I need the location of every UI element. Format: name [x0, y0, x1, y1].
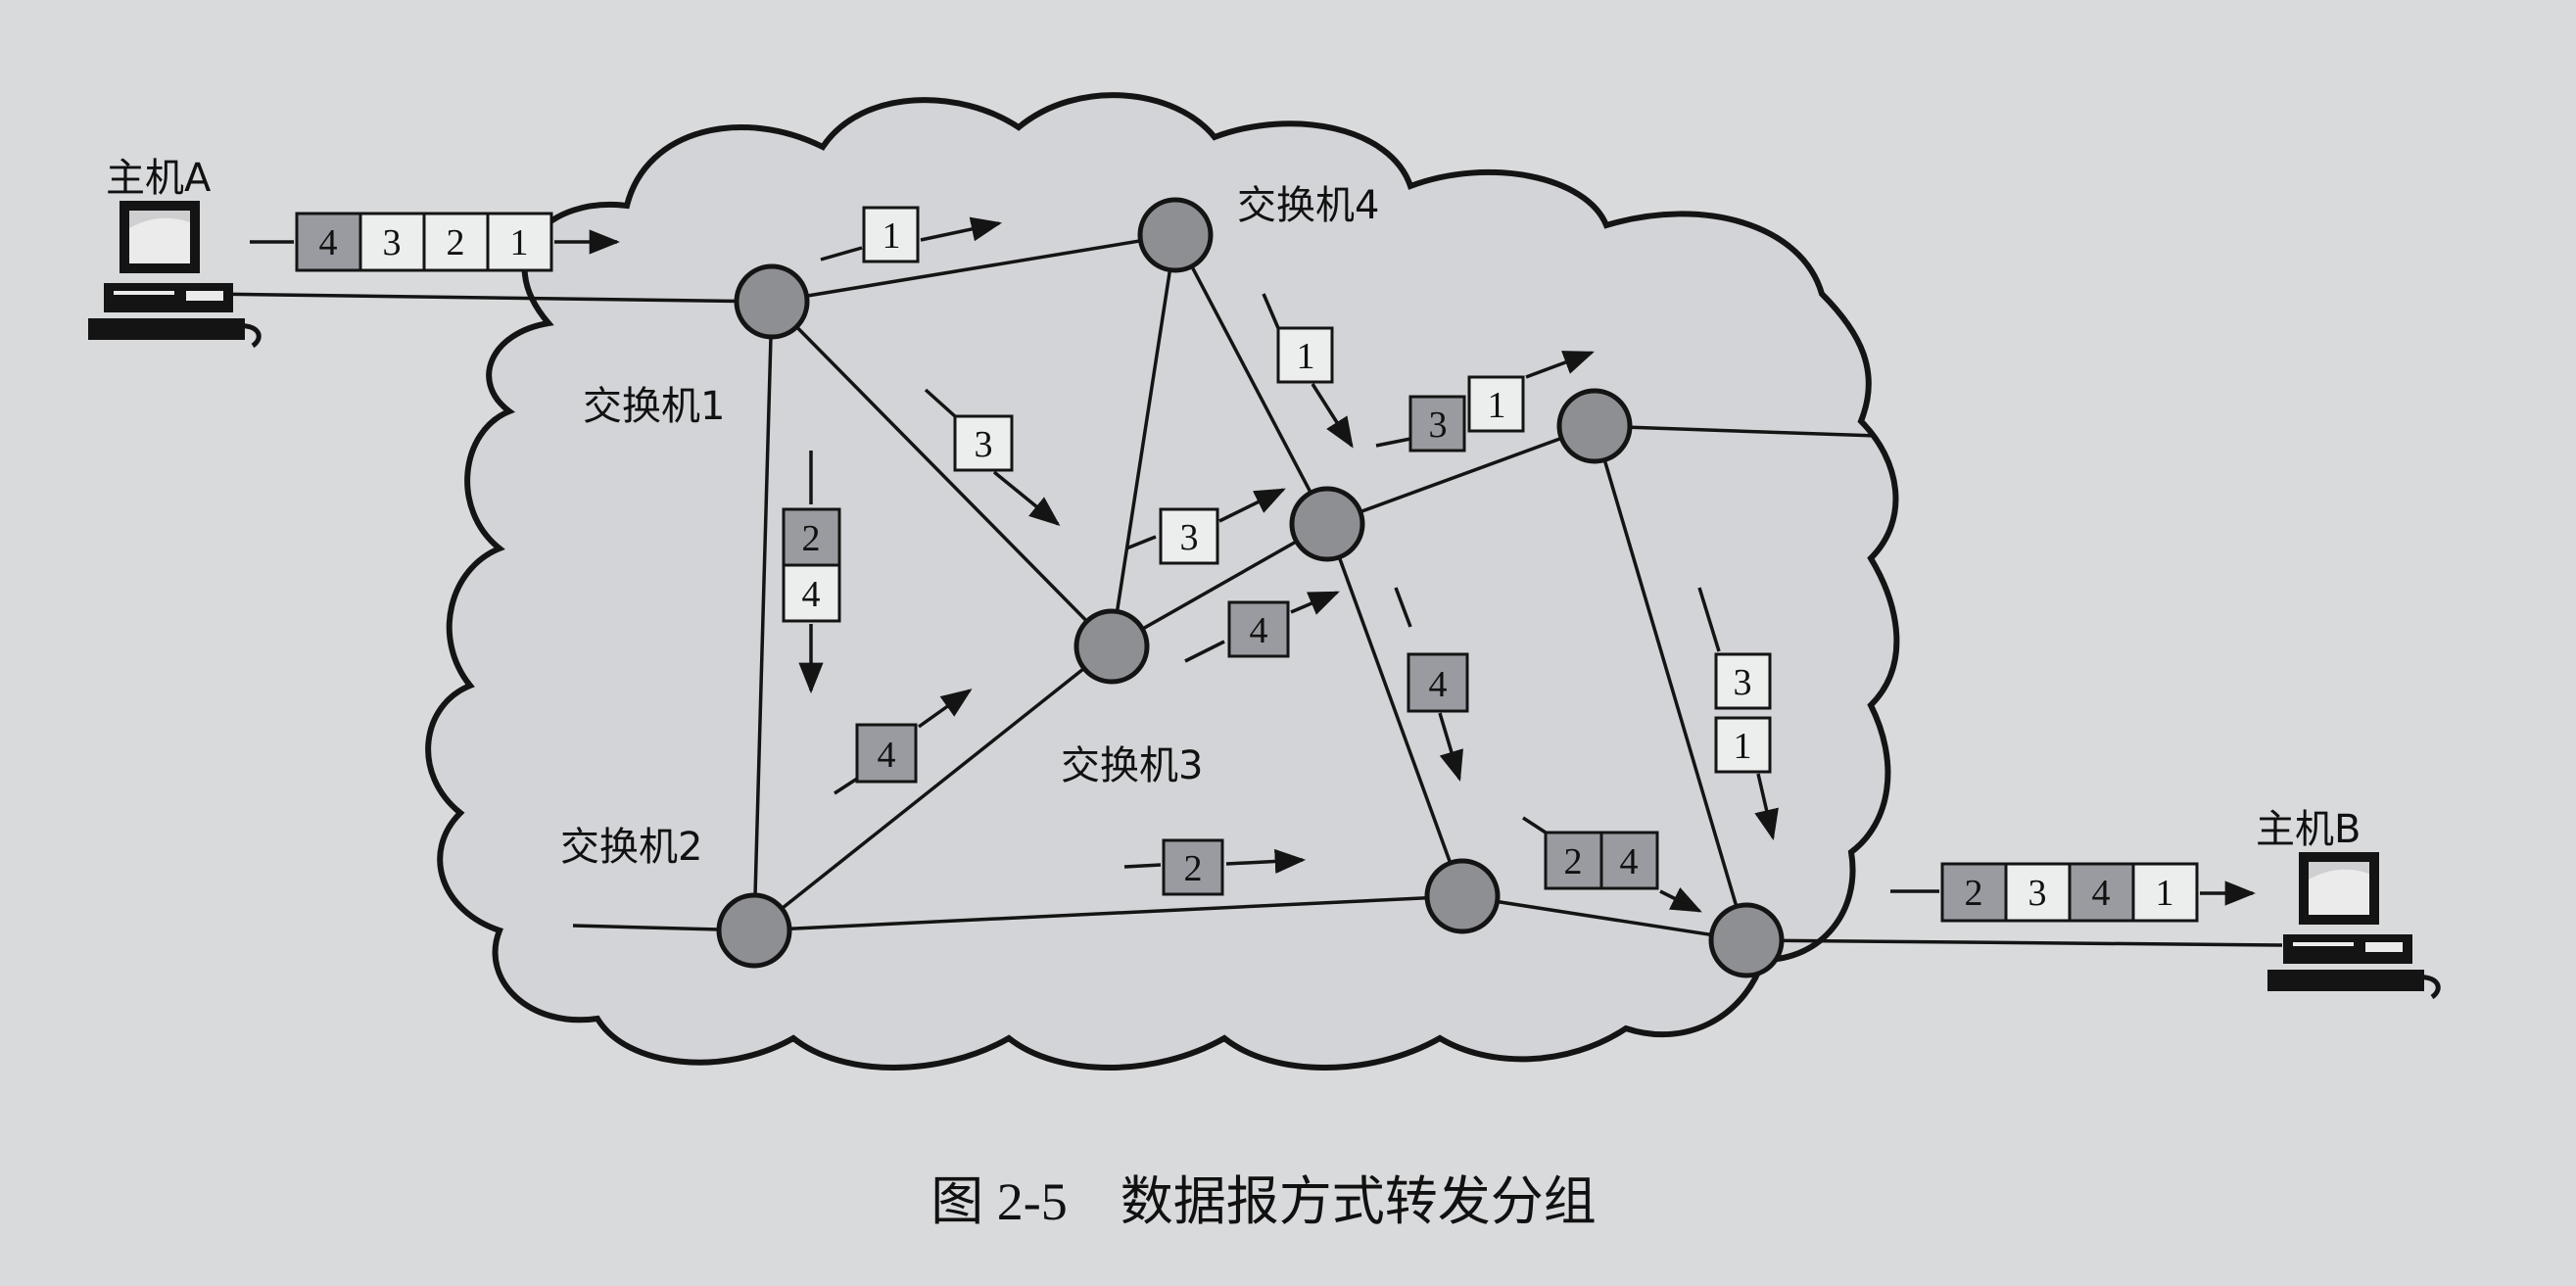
link-n8-hostb	[1745, 938, 2283, 947]
packet-1-s1-s4	[862, 206, 920, 263]
packet-2-s2-n7	[1162, 838, 1224, 896]
packet-2-s1-s2	[782, 507, 841, 567]
switch-node-4	[1137, 197, 1214, 273]
switch-node-8	[1708, 902, 1785, 978]
packet-label: 3	[1734, 662, 1752, 703]
link-n6-n5	[1326, 424, 1596, 526]
switch-node-2	[716, 892, 792, 969]
queue-a-cell-3	[422, 212, 490, 272]
queue-a-cell-2	[358, 212, 426, 272]
packet-4-n7-n8	[1599, 831, 1659, 890]
link-s4-n6	[1173, 234, 1329, 525]
packet-label: 2	[802, 518, 821, 559]
host-a-label: 主机A	[106, 156, 212, 201]
switch-node-1	[734, 263, 810, 340]
link-n5-out	[1594, 424, 1877, 438]
figure-caption: 图 2-5 数据报方式转发分组	[930, 1172, 1596, 1231]
packet-label: 1	[1734, 726, 1752, 767]
packet-label: 4	[1250, 610, 1268, 651]
queue-a-cell-4	[486, 212, 553, 272]
link-n5-n8	[1593, 425, 1748, 941]
link-s4-s3	[1110, 234, 1177, 647]
packet-3-n5-n8	[1714, 652, 1772, 710]
packet-3-n6-n5	[1408, 395, 1466, 452]
queue-a-label-2: 3	[383, 222, 402, 263]
network-cloud	[425, 92, 1900, 1071]
packet-label: 2	[1564, 841, 1583, 882]
packet-label: 4	[1429, 664, 1448, 705]
packet-1-s4-n6	[1276, 326, 1334, 384]
queue-a-label-4: 1	[510, 222, 529, 263]
packet-label: 3	[975, 424, 993, 465]
switch-label-3: 交换机3	[1061, 743, 1203, 788]
packet-4-s2-s3	[855, 723, 918, 784]
packets	[782, 206, 1779, 913]
computer-icon	[88, 201, 262, 349]
queue-b-cell-2	[2004, 862, 2072, 923]
packet-3-s3-n6	[1159, 507, 1219, 565]
switch-labels: 交换机1 交换机4 交换机3 交换机2	[560, 183, 1379, 870]
host-a-queue: 4 3 2 1	[250, 212, 621, 272]
host-a: 主机A	[88, 156, 262, 349]
link-s1-s4	[771, 233, 1176, 304]
switch-label-4: 交换机4	[1237, 183, 1379, 228]
packet-label: 1	[883, 215, 901, 257]
queue-b-cell-4	[2131, 862, 2199, 923]
link-n6-n7	[1325, 523, 1464, 897]
packet-label: 2	[1184, 848, 1203, 889]
host-b: 主机B	[2256, 807, 2441, 1000]
packet-label: 3	[1180, 517, 1199, 558]
host-b-label: 主机B	[2256, 807, 2361, 852]
switch-label-2: 交换机2	[560, 825, 702, 870]
switch-node-5	[1556, 388, 1633, 464]
computer-icon	[2267, 852, 2441, 1000]
packet-label: 4	[878, 735, 896, 776]
packet-label: 1	[1297, 336, 1315, 377]
link-s2-n7	[753, 894, 1463, 932]
queue-b-label-4: 1	[2156, 873, 2174, 914]
packet-4-n6-n7	[1407, 652, 1469, 713]
link-s1-s3	[770, 300, 1114, 648]
queue-b-label-1: 2	[1965, 873, 1983, 914]
packet-4-s3-n6	[1227, 600, 1290, 658]
queue-b-label-3: 4	[2092, 873, 2111, 914]
packet-label: 1	[1488, 385, 1506, 426]
queue-a-label-1: 4	[319, 222, 338, 263]
packet-3-s1-s3	[953, 414, 1014, 472]
switch-node-3	[1073, 608, 1150, 685]
packet-4-s1-s2	[782, 563, 841, 623]
switch-node-7	[1424, 858, 1501, 934]
link-n7-n8	[1461, 894, 1747, 942]
queue-a-label-3: 2	[447, 222, 465, 263]
link-s1-s2	[752, 301, 774, 931]
link-hosta-s1	[205, 292, 773, 304]
switch-nodes	[716, 197, 1785, 978]
packet-label: 3	[1429, 405, 1448, 446]
packet-labels: 1 1 3 1 3 3 2 4 4 4 4 2 3 1 2 4	[802, 215, 1752, 889]
packet-1-n6-n5	[1467, 375, 1525, 433]
switch-node-6	[1289, 486, 1365, 562]
host-b-queue: 2 3 4 1	[1890, 862, 2257, 923]
packet-label: 4	[802, 574, 821, 615]
network-links	[205, 233, 2283, 947]
switch-label-1: 交换机1	[583, 384, 725, 429]
queue-b-label-2: 3	[2028, 873, 2047, 914]
packet-label: 4	[1620, 841, 1639, 882]
packet-1-n5-n8	[1714, 716, 1772, 774]
link-s2-s3	[752, 644, 1114, 932]
link-s3-n6	[1111, 522, 1328, 648]
